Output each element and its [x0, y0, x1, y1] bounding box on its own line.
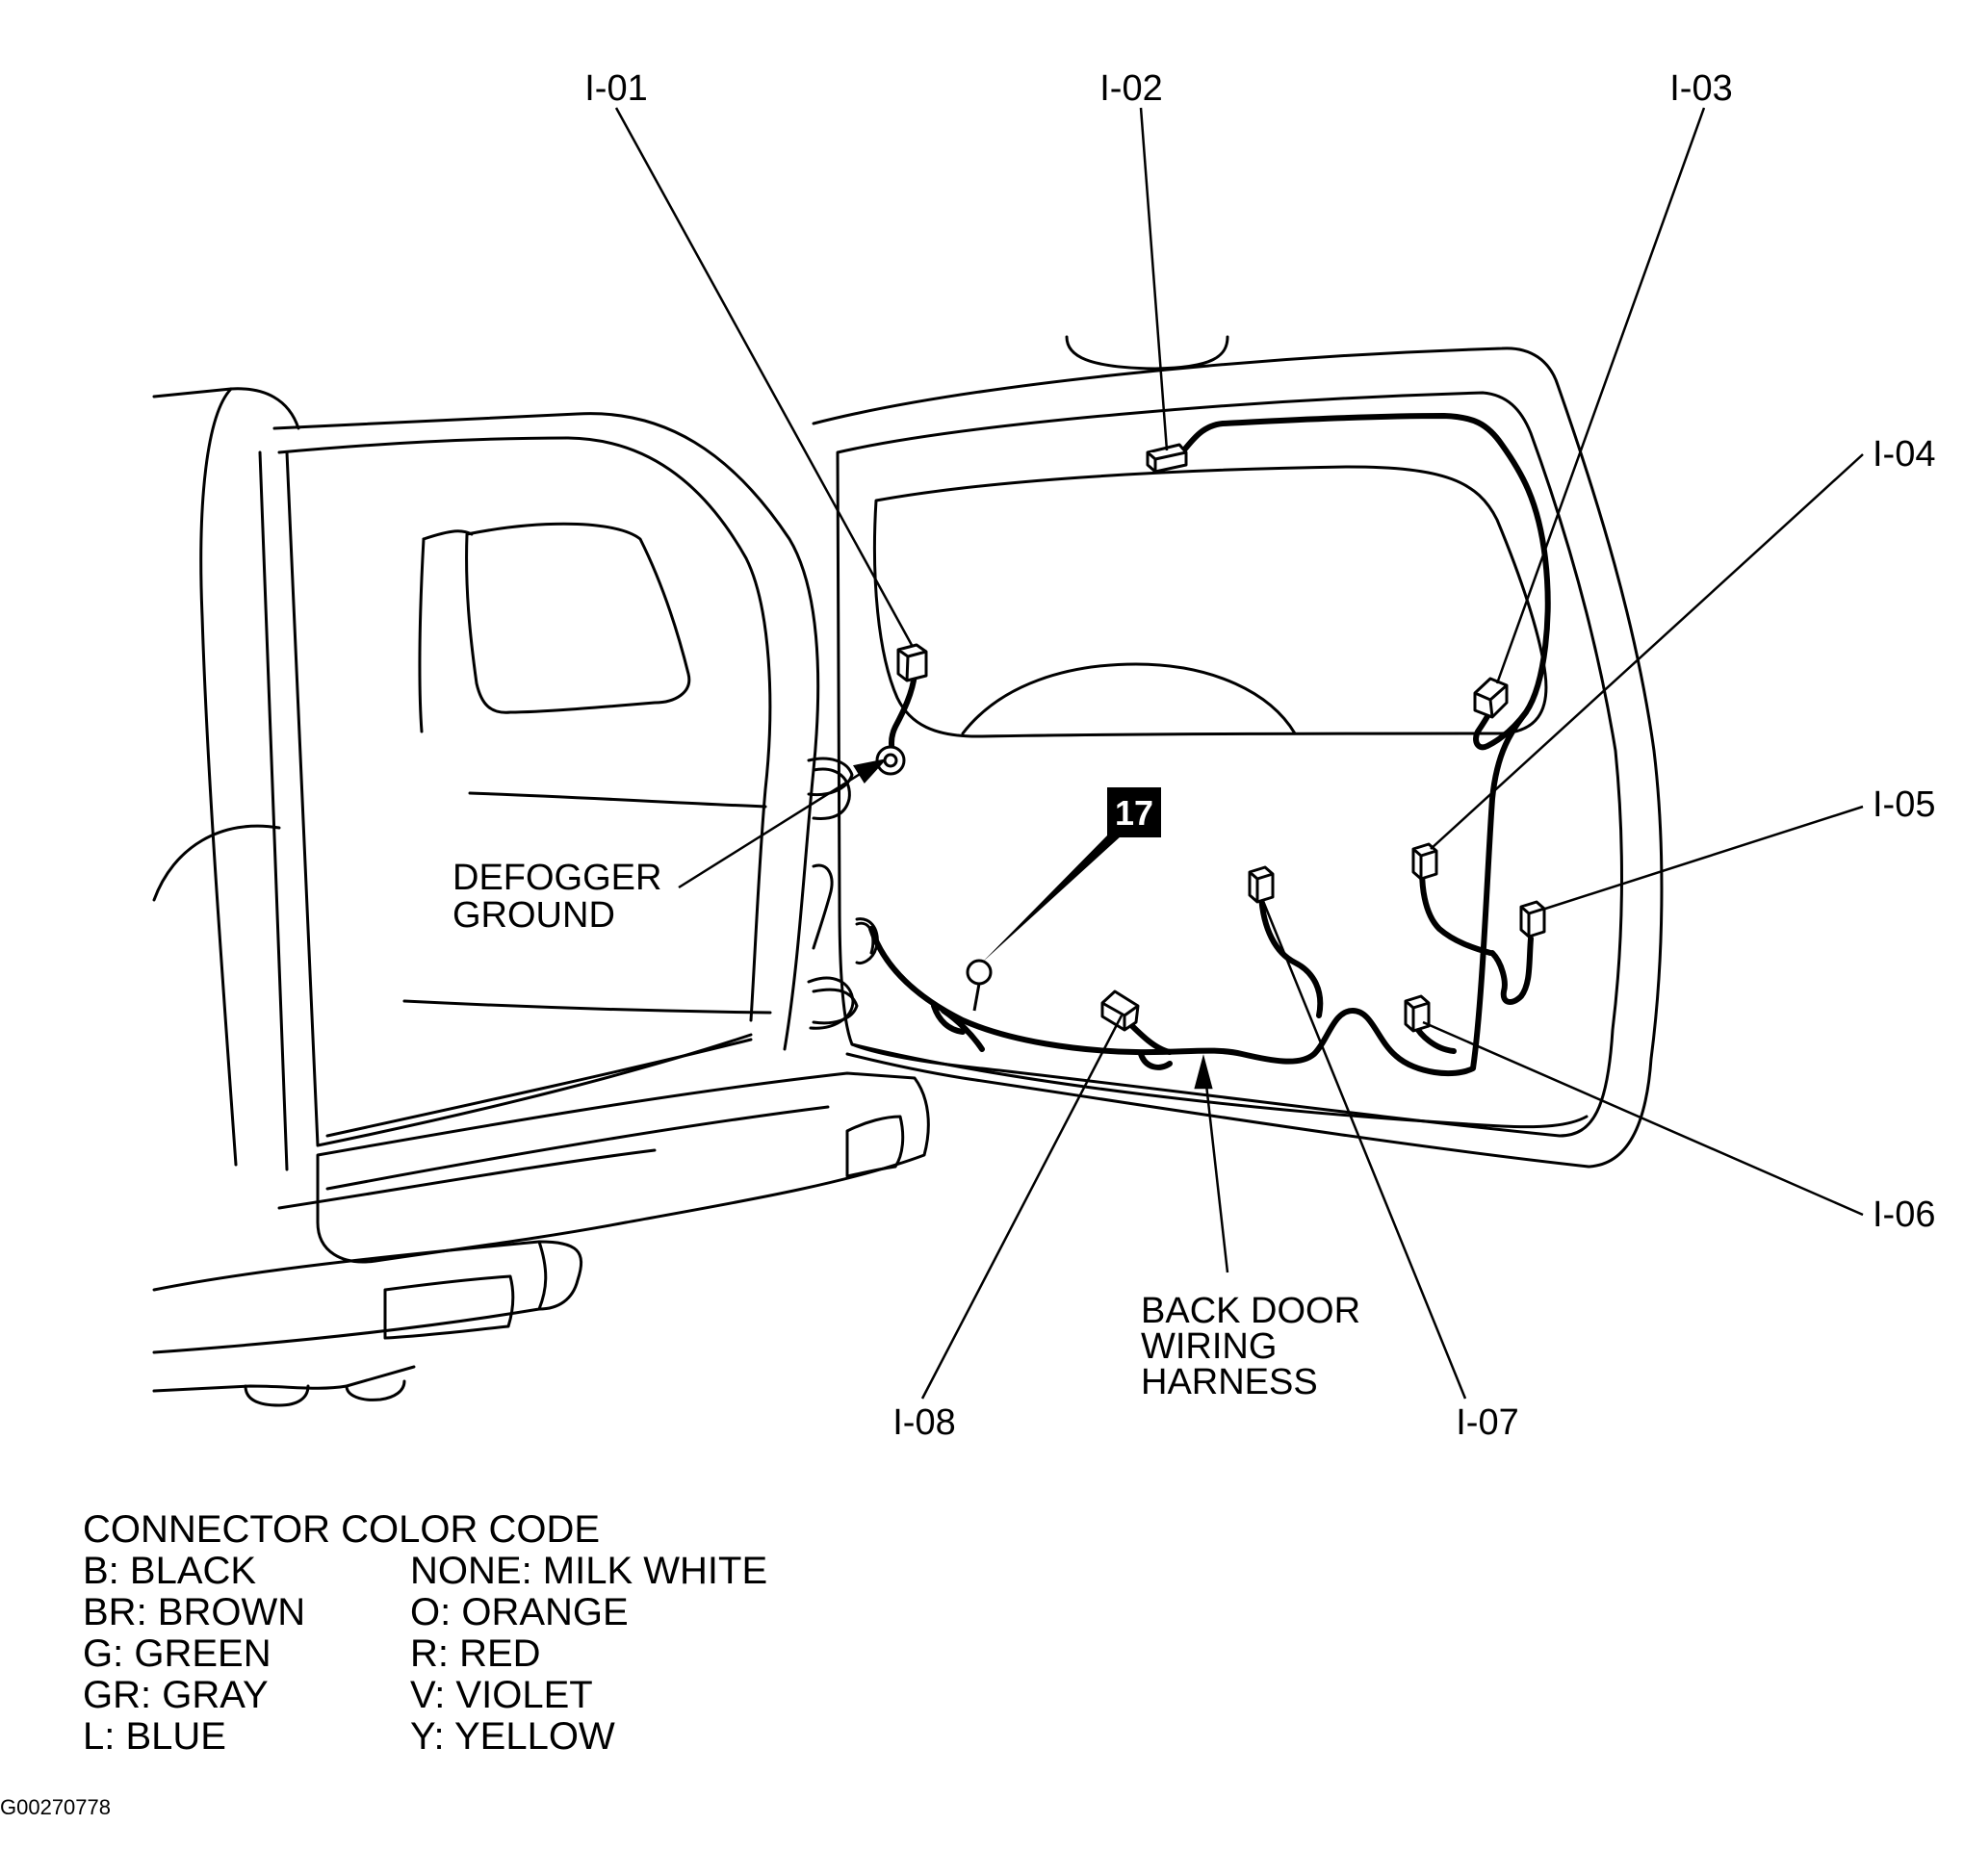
legend-entry: G: GREEN	[83, 1632, 271, 1675]
callout-i04: I-04	[1873, 434, 1935, 475]
legend-entry: R: RED	[410, 1632, 541, 1675]
defogger-ground-terminal	[875, 745, 906, 776]
legend-entry: O: ORANGE	[410, 1591, 629, 1633]
legend-entry: B: BLACK	[83, 1550, 257, 1592]
callout-i02: I-02	[1099, 68, 1162, 109]
connector-i04	[1411, 842, 1438, 881]
connector-i02	[1146, 443, 1188, 474]
callout-i03: I-03	[1669, 68, 1732, 109]
callout-i06: I-06	[1873, 1195, 1935, 1235]
vehicle-body	[152, 387, 930, 1407]
legend-column-right: NONE: MILK WHITE O: ORANGE R: RED V: VIO…	[410, 1550, 768, 1758]
connectors	[875, 443, 1546, 1033]
defogger-ground-line-1: DEFOGGER	[452, 858, 661, 898]
legend-columns: B: BLACK BR: BROWN G: GREEN GR: GRAY L: …	[83, 1550, 768, 1758]
callout-i07: I-07	[1456, 1402, 1518, 1443]
connector-i08	[1100, 989, 1140, 1032]
legend-column-left: B: BLACK BR: BROWN G: GREEN GR: GRAY L: …	[83, 1551, 410, 1758]
connector-i01	[896, 643, 928, 682]
figure-code: G00270778	[0, 1795, 111, 1819]
legend-title: CONNECTOR COLOR CODE	[83, 1508, 601, 1551]
callout-i05: I-05	[1873, 784, 1935, 825]
connector-i03	[1473, 677, 1509, 719]
arrows	[678, 758, 1213, 1090]
harness-line-1: BACK DOOR	[1141, 1291, 1360, 1331]
legend-entry: V: VIOLET	[410, 1674, 593, 1716]
back-door	[807, 335, 1664, 1169]
harness-label: BACK DOOR WIRING HARNESS	[1141, 1291, 1360, 1402]
harness-line-2: WIRING	[1141, 1326, 1277, 1367]
callout-labels: I-01 I-02 I-03 I-04 I-05 I-06 I-07 I-08	[584, 68, 1935, 1443]
legend-entry: GR: GRAY	[83, 1674, 269, 1716]
defogger-ground-line-2: GROUND	[452, 895, 615, 936]
callout-i08: I-08	[892, 1402, 955, 1443]
legend-entry: NONE: MILK WHITE	[410, 1550, 768, 1592]
badge-17: 17	[982, 787, 1161, 963]
defogger-ground-label: DEFOGGER GROUND	[452, 858, 661, 936]
callout-i01: I-01	[584, 68, 647, 109]
connector-i06	[1404, 994, 1431, 1033]
connector-color-code-legend: CONNECTOR COLOR CODE B: BLACK BR: BROWN …	[83, 1508, 768, 1758]
legend-entry: L: BLUE	[83, 1715, 226, 1758]
connector-i05	[1519, 900, 1546, 938]
legend-entry: BR: BROWN	[83, 1591, 306, 1633]
legend-entry: Y: YELLOW	[410, 1715, 615, 1758]
harness-line-3: HARNESS	[1141, 1362, 1318, 1402]
leader-lines	[614, 107, 1864, 1400]
badge-17-label: 17	[1115, 793, 1153, 833]
ground-bolt-17	[966, 959, 993, 1012]
connector-i07	[1248, 865, 1275, 904]
